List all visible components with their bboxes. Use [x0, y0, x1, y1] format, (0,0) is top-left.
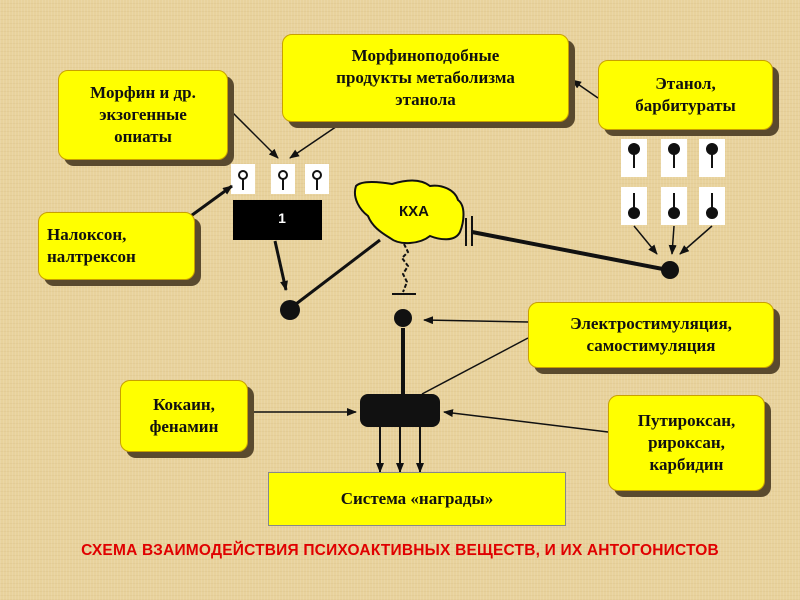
kha-wavy-line — [400, 243, 410, 293]
box-reward: Система «награды» — [268, 472, 566, 526]
diagram-caption: СХЕМА ВЗАИМОДЕЙСТВИЯ ПСИХОАКТИВНЫХ ВЕЩЕС… — [81, 542, 719, 559]
box-ethanol: Этанол, барбитураты — [598, 60, 773, 130]
box-morphine: Морфин и др. экзогенные опиаты — [58, 70, 228, 160]
receptor-block-label: 1 — [278, 210, 286, 226]
mediator-block — [360, 394, 440, 427]
receptor-block — [233, 200, 322, 240]
box-naloxone: Налоксон, налтрексон — [38, 212, 195, 280]
ethanol-node — [661, 261, 679, 279]
box-putiroxan: Путироксан, pироксан, карбидин — [608, 395, 765, 491]
box-cocaine: Кокаин, фенамин — [120, 380, 248, 452]
central-node — [394, 309, 412, 327]
left-node — [280, 300, 300, 320]
receptor-symbols-top — [231, 164, 329, 194]
kha-blob — [354, 179, 465, 244]
kha-label: КХА — [399, 203, 429, 220]
ethanol-receptor-symbols — [621, 139, 725, 225]
box-electro: Электростимуляция, самостимуляция — [528, 302, 774, 368]
kha-to-ethanol-line — [471, 230, 669, 272]
box-metabolism: Морфиноподобные продукты метаболизма эта… — [282, 34, 569, 122]
